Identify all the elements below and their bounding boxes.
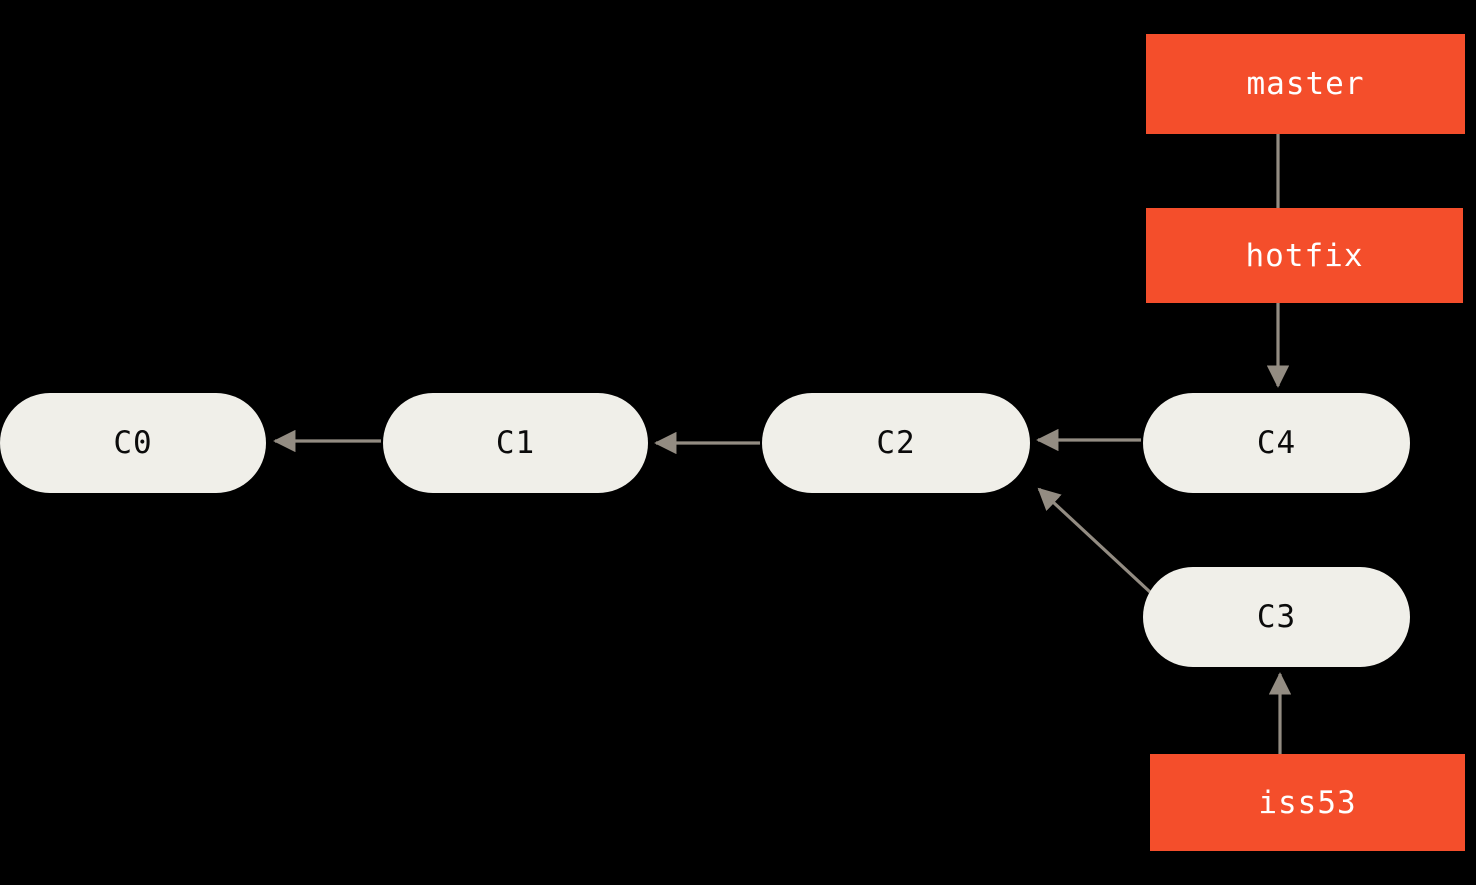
commit-node-c4[interactable]: C4 (1143, 393, 1410, 493)
commit-label: C1 (495, 425, 536, 461)
commit-label: C4 (1256, 425, 1297, 461)
edge-c3-to-c2 (1037, 487, 1152, 594)
branch-label-text: master (1246, 66, 1365, 102)
branch-label-hotfix[interactable]: hotfix (1146, 208, 1463, 303)
commit-label: C0 (113, 425, 153, 461)
branch-label-master[interactable]: master (1146, 34, 1465, 134)
commit-label: C3 (1256, 599, 1297, 635)
commit-label: C2 (876, 425, 916, 461)
branch-label-text: hotfix (1245, 237, 1364, 274)
branch-label-iss53[interactable]: iss53 (1150, 754, 1465, 851)
commit-node-c3[interactable]: C3 (1143, 567, 1410, 667)
commit-node-c0[interactable]: C0 (0, 393, 266, 493)
commit-node-c2[interactable]: C2 (762, 393, 1030, 493)
commit-node-c1[interactable]: C1 (383, 393, 648, 493)
branch-label-text: iss53 (1258, 784, 1357, 821)
